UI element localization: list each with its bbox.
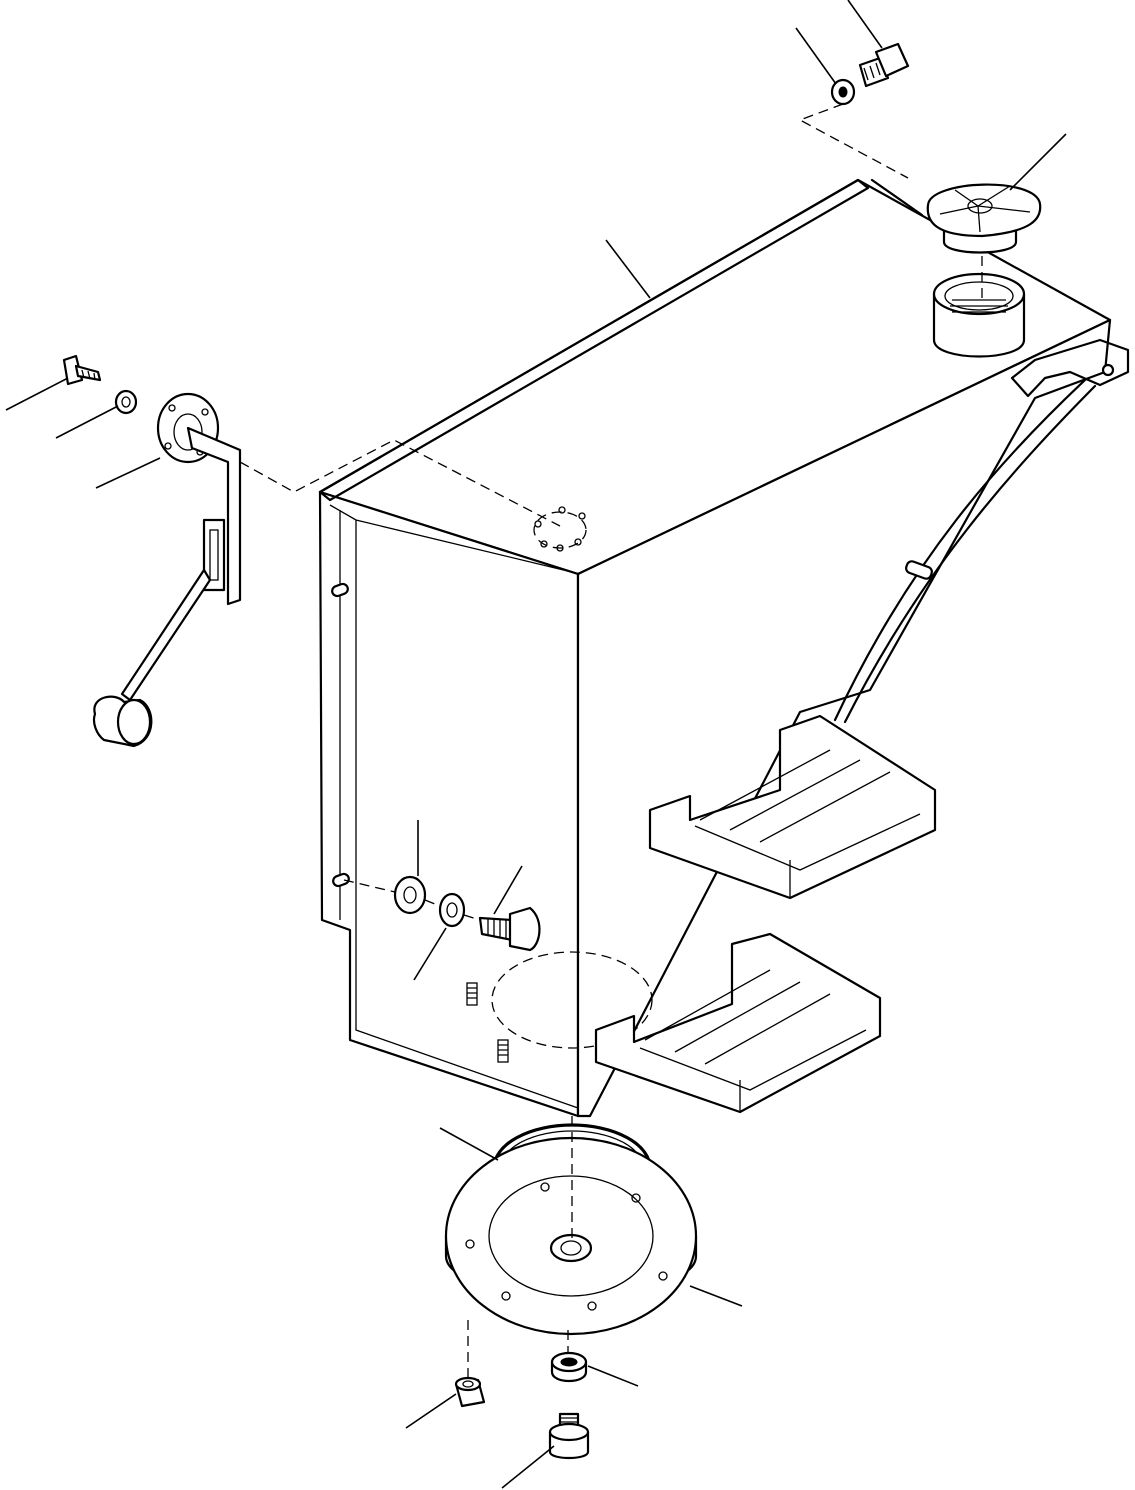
side-washer [393,875,427,915]
step-lower [594,932,882,1114]
sender-bolt [62,354,102,386]
side-bolt [478,906,541,952]
step-upper [648,714,937,900]
drain-plug [454,1376,486,1408]
leader-lines [5,0,1067,1489]
cover-washer [550,1351,588,1383]
sender-washer [114,389,138,415]
filler-cap [926,183,1042,300]
side-lock-washer [438,892,466,928]
mount-bolt-top [858,42,910,88]
cover-bolt [548,1412,590,1460]
filler-neck [932,272,1026,358]
cover-plate [444,1136,698,1336]
fuel-tank [318,178,1130,1118]
fuel-gauge-sender [92,392,242,748]
